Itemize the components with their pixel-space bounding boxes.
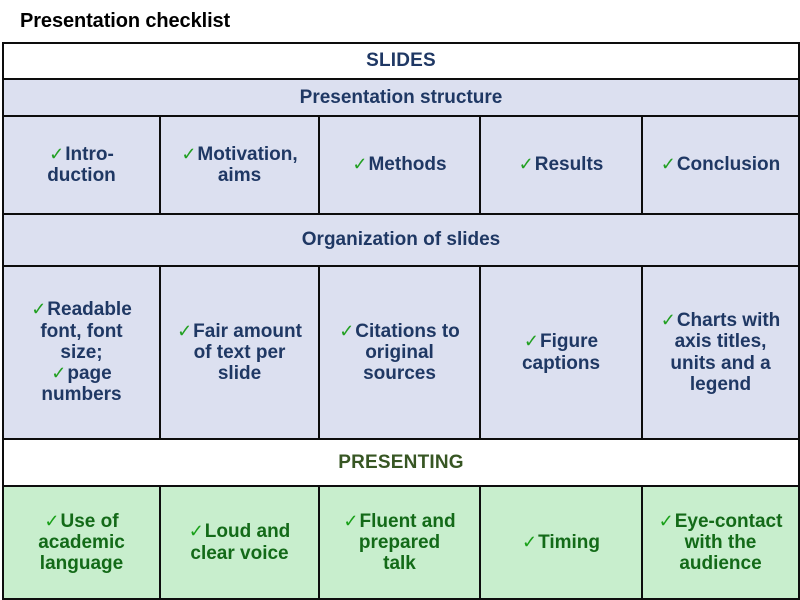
cell-line: of text per	[193, 341, 286, 363]
page-title: Presentation checklist	[20, 10, 231, 32]
check-icon: ✓	[660, 309, 676, 330]
check-icon: ✓	[658, 510, 674, 531]
checklist-cell-methods[interactable]: ✓Methods	[318, 115, 481, 215]
check-icon: ✓	[521, 531, 538, 552]
cell-line: Timing	[538, 531, 601, 553]
cell-line: Fluent and	[359, 510, 456, 532]
cell-line: Fair amount	[193, 320, 302, 342]
checklist-cell-academic-language[interactable]: ✓Use of academic language	[2, 485, 161, 600]
table-row-presenting-header: PRESENTING	[1, 438, 800, 487]
checklist-cell-eye-contact[interactable]: ✓Eye-contact with the audience	[640, 485, 800, 600]
cell-line: font, font	[40, 320, 123, 342]
checklist-cell-timing[interactable]: ✓Timing	[479, 485, 643, 600]
checklist-cell-fluent-prepared-talk[interactable]: ✓Fluent and prepared talk	[318, 485, 481, 600]
checklist-table: SLIDES Presentation structure ✓Intro- du…	[1, 42, 800, 600]
check-icon: ✓	[339, 320, 355, 341]
cell-line: Use of	[60, 510, 119, 532]
cell-line: Charts with	[676, 309, 781, 331]
table-row-presentation-structure-header: Presentation structure	[1, 78, 800, 117]
section-header-presenting: PRESENTING	[1, 438, 800, 487]
checklist-table-container: SLIDES Presentation structure ✓Intro- du…	[1, 42, 800, 600]
table-row: ✓Use of academic language ✓Loud and clea…	[2, 485, 800, 600]
cell-line: units and a	[670, 352, 771, 374]
check-icon: ✓	[660, 154, 676, 175]
checklist-cell-fair-amount-of-text[interactable]: ✓Fair amount of text per slide	[159, 265, 320, 440]
cell-line: size;	[60, 341, 103, 363]
table-row-organization-header: Organization of slides	[1, 213, 800, 267]
cell-line: academic	[38, 531, 125, 553]
checklist-cell-readable-font[interactable]: ✓Readable font, font size; ✓page numbers	[2, 265, 161, 440]
cell-line: axis titles,	[674, 331, 767, 353]
cell-line: aims	[217, 165, 262, 186]
checklist-cell-motivation-aims[interactable]: ✓Motivation, aims	[159, 115, 320, 215]
cell-line: Results	[534, 154, 604, 176]
checklist-cell-introduction[interactable]: ✓Intro- duction	[2, 115, 161, 215]
checklist-cell-results[interactable]: ✓Results	[479, 115, 643, 215]
cell-line: Readable	[47, 299, 132, 321]
subsection-header-presentation-structure: Presentation structure	[1, 78, 800, 117]
cell-line: sources	[363, 363, 436, 385]
cell-line: language	[39, 553, 124, 575]
cell-line: captions	[521, 352, 601, 374]
cell-line: with the	[684, 531, 757, 553]
cell-line: slide	[217, 363, 262, 385]
check-icon: ✓	[352, 154, 368, 175]
table-row: ✓Readable font, font size; ✓page numbers…	[2, 265, 800, 440]
check-icon: ✓	[343, 510, 359, 531]
cell-line: clear voice	[190, 542, 289, 564]
check-icon: ✓	[177, 320, 193, 341]
cell-line: legend	[689, 373, 752, 395]
checklist-cell-figure-captions[interactable]: ✓Figure captions	[479, 265, 643, 440]
cell-line: Loud and	[204, 521, 291, 543]
check-icon: ✓	[188, 521, 204, 542]
subsection-header-organization-of-slides: Organization of slides	[1, 213, 800, 267]
section-header-slides: SLIDES	[1, 42, 800, 80]
cell-line: Citations to	[355, 320, 460, 342]
table-row: ✓Intro- duction ✓Motivation, aims ✓Metho…	[2, 115, 800, 215]
cell-line: prepared	[358, 531, 441, 553]
check-icon: ✓	[49, 143, 65, 164]
table-row-slides-header: SLIDES	[1, 42, 800, 80]
check-icon: ✓	[518, 154, 534, 175]
check-icon: ✓	[523, 331, 540, 352]
cell-line: Methods	[368, 154, 447, 176]
check-icon: ✓	[51, 363, 67, 384]
check-icon: ✓	[31, 299, 47, 320]
checklist-cell-charts[interactable]: ✓Charts with axis titles, units and a le…	[640, 265, 800, 440]
checklist-cell-citations[interactable]: ✓Citations to original sources	[318, 265, 481, 440]
cell-line: original	[365, 341, 434, 363]
checklist-cell-conclusion[interactable]: ✓Conclusion	[640, 115, 800, 215]
checklist-cell-loud-clear-voice[interactable]: ✓Loud and clear voice	[159, 485, 320, 600]
cell-line: duction	[47, 165, 116, 186]
cell-line: page	[67, 363, 112, 385]
cell-line: Figure	[540, 331, 599, 353]
cell-line: talk	[383, 553, 416, 575]
check-icon: ✓	[181, 143, 197, 164]
cell-line: audience	[679, 553, 762, 575]
cell-line: Motivation,	[197, 143, 298, 165]
cell-line: Intro-	[65, 143, 114, 165]
cell-line: numbers	[41, 384, 122, 406]
cell-line: Eye-contact	[674, 510, 783, 532]
cell-line: Conclusion	[676, 154, 781, 176]
check-icon: ✓	[44, 510, 60, 531]
